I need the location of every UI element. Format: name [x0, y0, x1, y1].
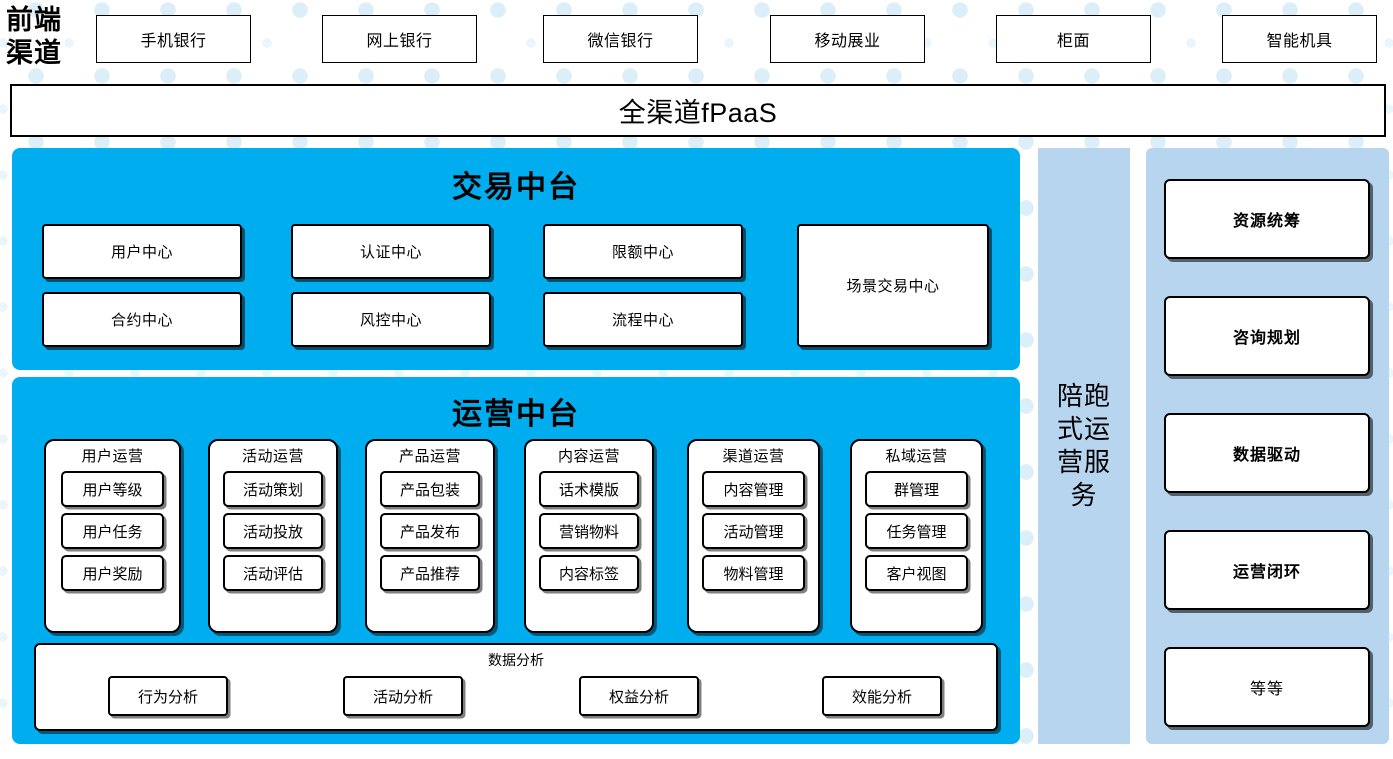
- data-analysis-group: 数据分析 行为分析 活动分析 权益分析 效能分析: [34, 643, 998, 731]
- ops-item[interactable]: 用户奖励: [61, 555, 164, 591]
- analysis-item-activity[interactable]: 活动分析: [343, 676, 463, 716]
- trade-center-process[interactable]: 流程中心: [543, 292, 743, 347]
- ops-item[interactable]: 活动评估: [223, 555, 323, 591]
- trade-center-label: 流程中心: [611, 312, 674, 329]
- ops-item[interactable]: 内容标签: [539, 555, 639, 591]
- ops-column-title: 产品运营: [398, 448, 461, 465]
- ops-column-product[interactable]: 产品运营 产品包装 产品发布 产品推荐: [365, 439, 495, 633]
- accompany-service-column: 陪跑式运营服务: [1038, 148, 1130, 744]
- ops-column-title: 用户运营: [81, 448, 144, 465]
- channel-box-smart-machine[interactable]: 智能机具: [1222, 15, 1377, 63]
- trade-center-label: 合约中心: [110, 312, 173, 329]
- channel-box-wechat-bank[interactable]: 微信银行: [543, 15, 698, 63]
- trade-platform-panel: 交易中台 用户中心 认证中心 限额中心 合约中心 风控中心 流程中心 场景交易中…: [12, 148, 1020, 370]
- services-panel: 资源统筹 咨询规划 数据驱动 运营闭环 等等: [1146, 148, 1389, 744]
- channel-box-mobile-business[interactable]: 移动展业: [770, 15, 925, 63]
- analysis-item-rights[interactable]: 权益分析: [579, 676, 699, 716]
- ops-item[interactable]: 客户视图: [865, 555, 968, 591]
- front-channel-label: 前端 渠道: [6, 2, 90, 72]
- ops-column-user[interactable]: 用户运营 用户等级 用户任务 用户奖励: [44, 439, 181, 633]
- trade-center-label: 风控中心: [359, 312, 422, 329]
- ops-item[interactable]: 产品推荐: [380, 555, 480, 591]
- trade-center-label: 场景交易中心: [846, 278, 940, 295]
- ops-column-title: 私域运营: [885, 448, 948, 465]
- ops-column-private-domain[interactable]: 私域运营 群管理 任务管理 客户视图: [850, 439, 983, 633]
- ops-column-title: 渠道运营: [722, 448, 785, 465]
- ops-column-content[interactable]: 内容运营 话术模版 营销物料 内容标签: [524, 439, 654, 633]
- ops-item[interactable]: 用户任务: [61, 513, 164, 549]
- trade-center-label: 认证中心: [359, 244, 422, 261]
- ops-column-activity[interactable]: 活动运营 活动策划 活动投放 活动评估: [208, 439, 338, 633]
- ops-item[interactable]: 物料管理: [702, 555, 805, 591]
- front-channel-label-line1: 前端: [6, 5, 62, 35]
- service-box-etc[interactable]: 等等: [1164, 647, 1370, 727]
- trade-center-risk[interactable]: 风控中心: [291, 292, 491, 347]
- channel-box-counter[interactable]: 柜面: [996, 15, 1151, 63]
- trade-center-auth[interactable]: 认证中心: [291, 224, 491, 279]
- analysis-item-behavior[interactable]: 行为分析: [108, 676, 228, 716]
- accompany-service-label: 陪跑式运营服务: [1056, 381, 1111, 510]
- trade-center-label: 用户中心: [110, 244, 173, 261]
- fpaas-bar[interactable]: 全渠道fPaaS: [10, 84, 1386, 137]
- trade-platform-title: 交易中台: [452, 171, 580, 204]
- channel-box-online-bank[interactable]: 网上银行: [322, 15, 477, 63]
- channel-label: 智能机具: [1266, 33, 1333, 50]
- ops-item[interactable]: 话术模版: [539, 471, 639, 507]
- ops-item[interactable]: 活动投放: [223, 513, 323, 549]
- ops-column-title: 内容运营: [557, 448, 620, 465]
- service-box-consulting-planning[interactable]: 咨询规划: [1164, 296, 1370, 376]
- channel-label: 移动展业: [814, 33, 881, 50]
- trade-center-contract[interactable]: 合约中心: [42, 292, 242, 347]
- ops-item[interactable]: 群管理: [865, 471, 968, 507]
- channel-label: 柜面: [1056, 33, 1090, 50]
- ops-column-channel[interactable]: 渠道运营 内容管理 活动管理 物料管理: [687, 439, 820, 633]
- ops-item[interactable]: 产品发布: [380, 513, 480, 549]
- trade-center-limit[interactable]: 限额中心: [543, 224, 743, 279]
- trade-center-scene[interactable]: 场景交易中心: [797, 224, 989, 347]
- channel-label: 微信银行: [587, 33, 654, 50]
- ops-item[interactable]: 内容管理: [702, 471, 805, 507]
- ops-platform-panel: 运营中台 用户运营 用户等级 用户任务 用户奖励 活动运营 活动策划 活动投放 …: [12, 377, 1020, 744]
- service-box-resource-coordination[interactable]: 资源统筹: [1164, 179, 1370, 259]
- ops-platform-title: 运营中台: [452, 398, 580, 431]
- analysis-item-efficiency[interactable]: 效能分析: [822, 676, 942, 716]
- ops-item[interactable]: 活动策划: [223, 471, 323, 507]
- service-box-data-driven[interactable]: 数据驱动: [1164, 413, 1370, 493]
- ops-item[interactable]: 活动管理: [702, 513, 805, 549]
- ops-item[interactable]: 营销物料: [539, 513, 639, 549]
- fpaas-bar-label: 全渠道fPaaS: [618, 98, 778, 128]
- ops-item[interactable]: 产品包装: [380, 471, 480, 507]
- channel-label: 手机银行: [140, 33, 207, 50]
- service-box-ops-closed-loop[interactable]: 运营闭环: [1164, 530, 1370, 610]
- ops-item[interactable]: 任务管理: [865, 513, 968, 549]
- ops-column-title: 活动运营: [241, 448, 304, 465]
- front-channel-label-line2: 渠道: [6, 38, 62, 68]
- channel-label: 网上银行: [366, 33, 433, 50]
- channel-box-mobile-bank[interactable]: 手机银行: [96, 15, 251, 63]
- trade-center-user[interactable]: 用户中心: [42, 224, 242, 279]
- ops-item[interactable]: 用户等级: [61, 471, 164, 507]
- data-analysis-title: 数据分析: [488, 652, 544, 668]
- trade-center-label: 限额中心: [611, 244, 674, 261]
